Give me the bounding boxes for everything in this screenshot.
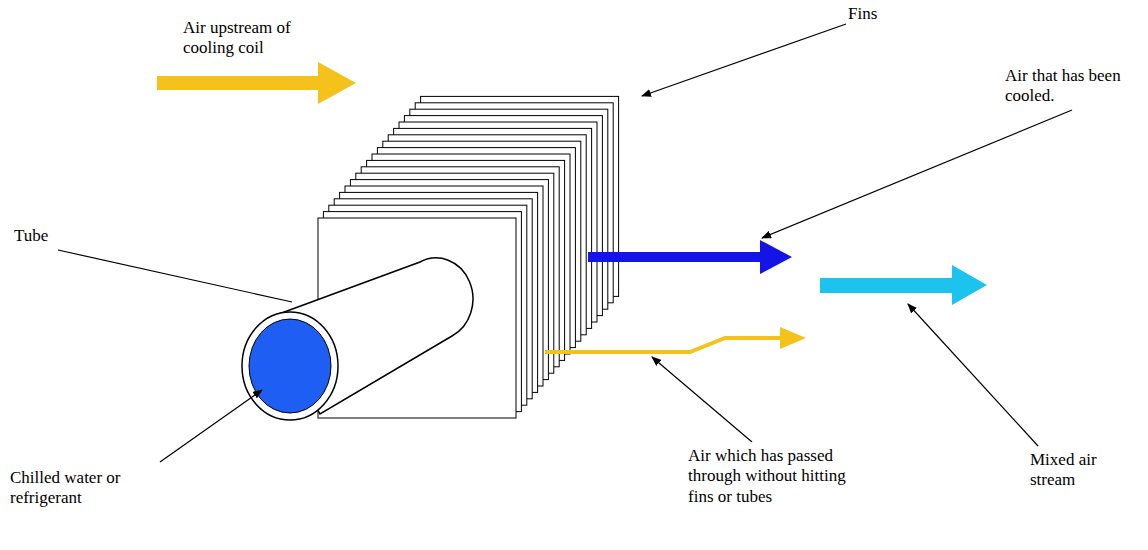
airflow-label: Air which has passed through without hit… (688, 446, 860, 507)
part-label: Chilled water or refrigerant (10, 468, 138, 509)
tube (242, 258, 473, 420)
airflow-label: Mixed air stream (1030, 450, 1114, 491)
mixed-air-arrow (820, 265, 987, 305)
cooled-air-arrow (588, 240, 792, 274)
airflow-label: Air that has been cooled. (1005, 66, 1141, 107)
part-label: Tube (14, 226, 48, 246)
leader-lines (58, 24, 1072, 462)
part-label: Fins (848, 4, 877, 24)
bypass-air-arrow (545, 327, 806, 352)
airflow-label: Air upstream of cooling coil (183, 18, 315, 59)
upstream-air-arrow (157, 62, 356, 104)
